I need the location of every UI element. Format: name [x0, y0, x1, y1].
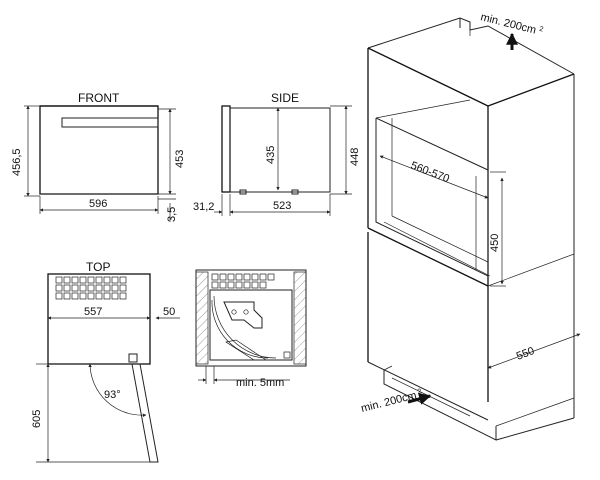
top-body [47, 273, 151, 365]
cabinet-niche-width-dim [379, 155, 489, 199]
cabinet-depth-label: 550 [515, 345, 536, 363]
detail-view: min. 5mm [195, 269, 307, 389]
side-body [229, 107, 331, 193]
front-title: FRONT [78, 91, 120, 105]
front-view: FRONT 456,5 453 3,5 596 [11, 91, 186, 222]
cabinet-niche [375, 117, 489, 277]
top-view: TOP 557 50 93° 605 [31, 260, 180, 463]
side-offset-label: 31,2 [193, 201, 214, 213]
side-title: SIDE [271, 91, 299, 105]
top-width-label: 557 [84, 306, 102, 318]
detail-bracket [223, 301, 263, 329]
cabinet-niche-width-label: 560-570 [409, 160, 451, 186]
vent-bottom-label: min. 200cm2 [360, 388, 424, 415]
side-height-outer-label: 448 [349, 148, 361, 166]
top-vent-grid [55, 276, 127, 300]
cabinet-plinth [383, 370, 497, 441]
front-offset-label: 3,5 [166, 207, 178, 222]
detail-frame [195, 269, 307, 367]
top-open-door [131, 363, 159, 463]
front-height-outer-label: 456,5 [11, 148, 23, 176]
top-door-angle-arc [88, 363, 147, 417]
top-door-depth-label: 605 [31, 410, 43, 428]
cabinet-niche-height-label: 450 [489, 234, 501, 252]
cabinet-view: 560-570 450 550 min. 200cm2 min. 200cm2 [360, 11, 581, 441]
top-title: TOP [86, 260, 110, 274]
side-depth-label: 523 [273, 200, 291, 212]
top-hinge [128, 353, 138, 363]
top-door-angle-label: 93° [104, 389, 121, 401]
front-control-panel [61, 117, 159, 128]
side-view: SIDE 435 448 523 31,2 [193, 91, 361, 216]
detail-vent-grid [211, 273, 275, 289]
side-front-panel [221, 105, 231, 193]
front-body [39, 105, 159, 195]
detail-gap-label: min. 5mm [236, 377, 284, 389]
front-height-inner-label: 453 [174, 150, 186, 168]
side-height-inner-label: 435 [265, 146, 277, 164]
top-side-gap-label: 50 [163, 306, 175, 318]
front-width-label: 596 [89, 198, 107, 210]
vent-bottom-arrow [407, 393, 432, 405]
cabinet-depth-dim [487, 333, 581, 369]
